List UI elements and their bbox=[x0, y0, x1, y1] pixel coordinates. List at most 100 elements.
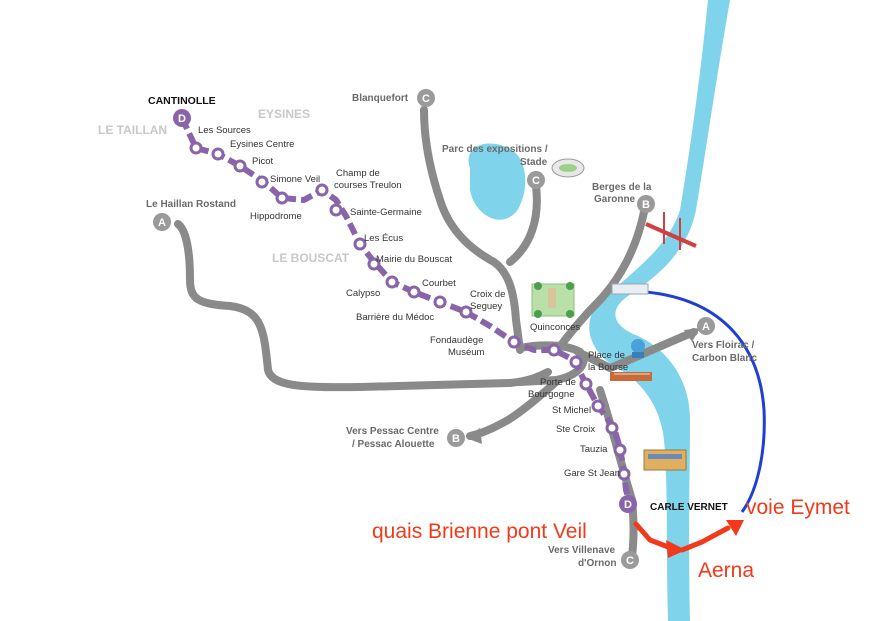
label-berges-1: Berges de la bbox=[592, 182, 652, 193]
label-villenave-1: Vers Villenave bbox=[548, 545, 616, 556]
arrow-pessac-icon bbox=[466, 428, 482, 444]
label-carle-vernet: CARLE VERNET bbox=[650, 502, 728, 513]
line-letter: D bbox=[624, 499, 632, 511]
station-dot[interactable] bbox=[211, 147, 225, 161]
district-le-bouscat: LE BOUSCAT bbox=[272, 251, 350, 265]
station-hippodrome: Hippodrome bbox=[250, 211, 302, 222]
line-a-west bbox=[174, 220, 552, 392]
station-champ-2: courses Treulon bbox=[334, 180, 402, 191]
station-bourgogne-2: Bourgogne bbox=[528, 389, 574, 400]
line-d bbox=[179, 116, 633, 505]
station-dot[interactable] bbox=[617, 467, 631, 481]
label-berges-2: Garonne bbox=[594, 194, 636, 205]
label-parc-expo-1: Parc des expositions / bbox=[442, 144, 548, 155]
red-arrow-head-2-icon bbox=[726, 520, 744, 536]
line-letter: C bbox=[422, 93, 430, 105]
annotation-aerna: Aerna bbox=[698, 559, 754, 582]
station-building-icon bbox=[643, 449, 687, 471]
annotation-voie-eymet: voie Eymet bbox=[746, 496, 850, 519]
station-simone-veil: Simone Veil bbox=[270, 174, 320, 185]
line-letter: A bbox=[702, 321, 710, 333]
terminus-c-blanquefort[interactable]: C bbox=[417, 89, 435, 107]
stadium-icon bbox=[551, 158, 585, 178]
station-eysines-centre: Eysines Centre bbox=[230, 139, 294, 150]
station-les-sources: Les Sources bbox=[198, 125, 251, 136]
line-letter: C bbox=[626, 555, 634, 567]
label-villenave-2: d'Ornon bbox=[578, 558, 616, 569]
park-lake bbox=[468, 143, 526, 220]
bridge-pierre-icon bbox=[610, 372, 652, 381]
terminus-c-villenave[interactable]: C bbox=[621, 551, 639, 569]
station-croix-2: Seguey bbox=[470, 301, 502, 312]
terminus-d-cantinolle[interactable]: D bbox=[173, 109, 191, 127]
station-tauzia: Tauzia bbox=[580, 444, 608, 455]
line-c-north bbox=[420, 106, 524, 354]
quinconces-park-icon bbox=[531, 282, 575, 318]
station-dot[interactable] bbox=[315, 183, 329, 197]
station-dot[interactable] bbox=[507, 335, 521, 349]
line-letter: D bbox=[178, 113, 186, 125]
terminus-a-floirac[interactable]: A bbox=[697, 317, 715, 335]
station-quinconces: Quinconces bbox=[530, 322, 580, 333]
line-letter: B bbox=[642, 199, 650, 211]
label-pessac-2: / Pessac Alouette bbox=[352, 439, 435, 450]
blue-route bbox=[645, 290, 766, 513]
annotation-quais: quais Brienne pont Veil bbox=[372, 520, 587, 543]
station-dot[interactable] bbox=[385, 275, 399, 289]
station-barriere-medoc: Barrière du Médoc bbox=[356, 312, 434, 323]
label-le-haillan: Le Haillan Rostand bbox=[146, 199, 236, 210]
station-dot[interactable] bbox=[591, 399, 605, 413]
label-cantinolle: CANTINOLLE bbox=[148, 95, 216, 107]
station-dot[interactable] bbox=[605, 421, 619, 435]
red-arrow-head-1-icon bbox=[666, 540, 686, 558]
terminus-c-parc[interactable]: C bbox=[527, 171, 545, 189]
station-picot: Picot bbox=[252, 156, 273, 167]
station-dot[interactable] bbox=[329, 203, 343, 217]
station-dot[interactable] bbox=[233, 159, 247, 173]
station-bourse-1: Place de bbox=[588, 350, 625, 361]
line-letter: B bbox=[452, 433, 460, 445]
station-champ-1: Champ de bbox=[336, 168, 380, 179]
station-fondaudege-2: Muséum bbox=[448, 347, 485, 358]
station-bourgogne-1: Porte de bbox=[540, 377, 576, 388]
line-c-parc bbox=[506, 182, 541, 266]
district-le-taillan: LE TAILLAN bbox=[98, 123, 167, 137]
station-dot[interactable] bbox=[579, 377, 593, 391]
line-center-loop bbox=[516, 341, 588, 386]
station-les-ecus: Les Écus bbox=[364, 233, 403, 244]
station-dot[interactable] bbox=[459, 305, 473, 319]
station-dot[interactable] bbox=[189, 141, 203, 155]
bridge-red-icon bbox=[645, 212, 697, 250]
line-c-south bbox=[596, 386, 638, 560]
terminus-a-haillan[interactable]: A bbox=[153, 213, 171, 231]
station-dot[interactable] bbox=[367, 257, 381, 271]
label-pessac-1: Vers Pessac Centre bbox=[346, 426, 439, 437]
station-ste-croix: Ste Croix bbox=[556, 424, 595, 435]
river-garonne bbox=[589, 0, 730, 621]
station-courbet: Courbet bbox=[422, 278, 456, 289]
label-parc-expo-2: Stade bbox=[520, 157, 548, 168]
station-dot[interactable] bbox=[255, 175, 269, 189]
terminus-b-berges[interactable]: B bbox=[637, 195, 655, 213]
station-gare-st-jean: Gare St Jean bbox=[564, 468, 620, 479]
station-dot[interactable] bbox=[353, 237, 367, 251]
terminus-d-carle-vernet[interactable]: D bbox=[619, 495, 637, 513]
station-dot[interactable] bbox=[407, 285, 421, 299]
station-calypso: Calypso bbox=[346, 288, 380, 299]
station-dot[interactable] bbox=[275, 191, 289, 205]
bridge-white-icon bbox=[611, 283, 649, 295]
terminus-b-pessac[interactable]: B bbox=[447, 429, 465, 447]
station-dot[interactable] bbox=[547, 343, 561, 357]
line-b-north bbox=[552, 208, 648, 356]
line-letter: A bbox=[158, 217, 166, 229]
district-eysines: EYSINES bbox=[258, 107, 310, 121]
label-floirac-1: Vers Floirac / bbox=[692, 340, 754, 351]
station-dot[interactable] bbox=[569, 355, 583, 369]
line-letter: C bbox=[532, 175, 540, 187]
station-croix-1: Croix de bbox=[470, 289, 505, 300]
station-dot[interactable] bbox=[433, 295, 447, 309]
station-sainte-germaine: Sainte-Germaine bbox=[350, 207, 422, 218]
station-dot[interactable] bbox=[613, 443, 627, 457]
